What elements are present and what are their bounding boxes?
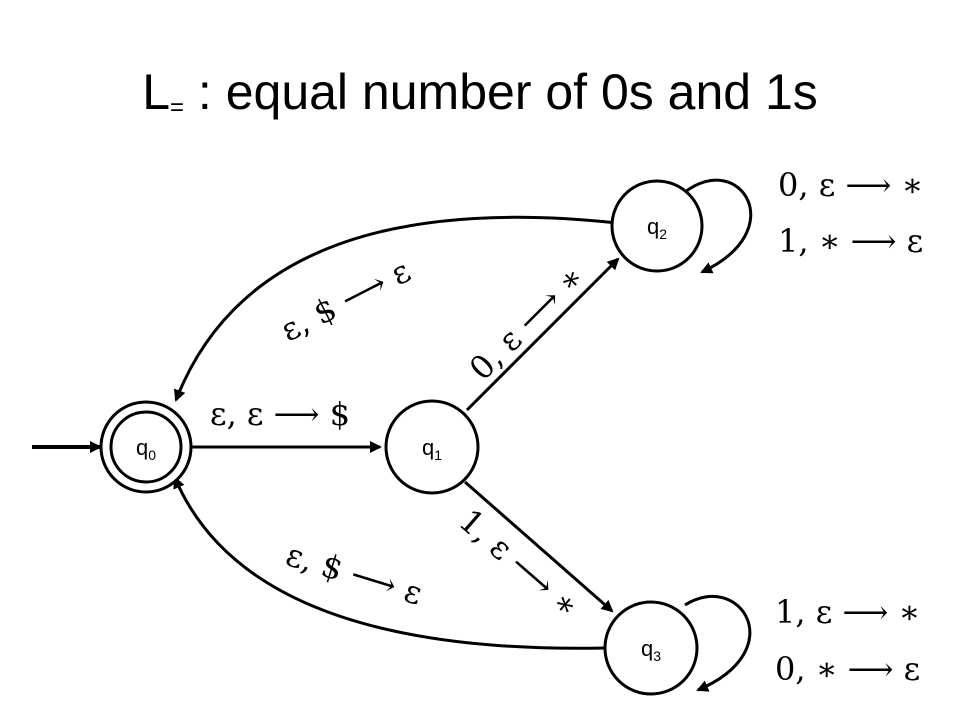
state-q3: q3	[603, 600, 699, 696]
title-rest: : equal number of 0s and 1s	[184, 64, 818, 120]
state-q0: q0	[99, 400, 193, 494]
label-q3-loop-2: 0, ∗ ⟶ ε	[775, 650, 920, 688]
svg-text:q2: q2	[647, 214, 667, 242]
edge-q3-q0	[173, 476, 606, 650]
label-q3-loop-1: 1, ε ⟶ ∗	[775, 593, 920, 631]
label-q1-q2: 0, ε ⟶ ∗	[462, 258, 592, 388]
state-q0-sub: 0	[148, 447, 156, 463]
edge-q1-q2	[465, 257, 620, 412]
state-q1: q1	[384, 399, 480, 495]
loop-q2	[684, 178, 753, 274]
title-subscript: =	[170, 94, 185, 121]
svg-text:q1: q1	[422, 435, 442, 463]
label-q2-loop-2: 1, ∗ ⟶ ε	[778, 222, 923, 260]
state-q2-sub: 2	[659, 226, 667, 242]
loop-q3	[684, 594, 752, 692]
state-q0-base: q	[136, 435, 148, 460]
edge-q1-q3	[464, 480, 614, 613]
title-main: L	[142, 64, 171, 120]
label-q0-q1: ε, ε ⟶ $	[210, 395, 350, 433]
state-q1-sub: 1	[434, 447, 442, 463]
state-q2: q2	[610, 179, 704, 273]
slide-title: L= : equal number of 0s and 1s	[0, 62, 960, 138]
edge-q2-q0	[174, 215, 618, 402]
state-q2-base: q	[647, 214, 659, 239]
state-q3-base: q	[641, 636, 653, 661]
state-q1-base: q	[422, 435, 434, 460]
label-q2-q0: ε, $ ⟶ ε	[274, 252, 416, 349]
svg-text:q3: q3	[641, 636, 661, 664]
state-q3-sub: 3	[653, 648, 661, 664]
svg-text:q0: q0	[136, 435, 156, 463]
label-q1-q3: 1, ε ⟶ ∗	[452, 501, 587, 625]
label-q2-loop-1: 0, ε ⟶ ∗	[778, 166, 923, 204]
